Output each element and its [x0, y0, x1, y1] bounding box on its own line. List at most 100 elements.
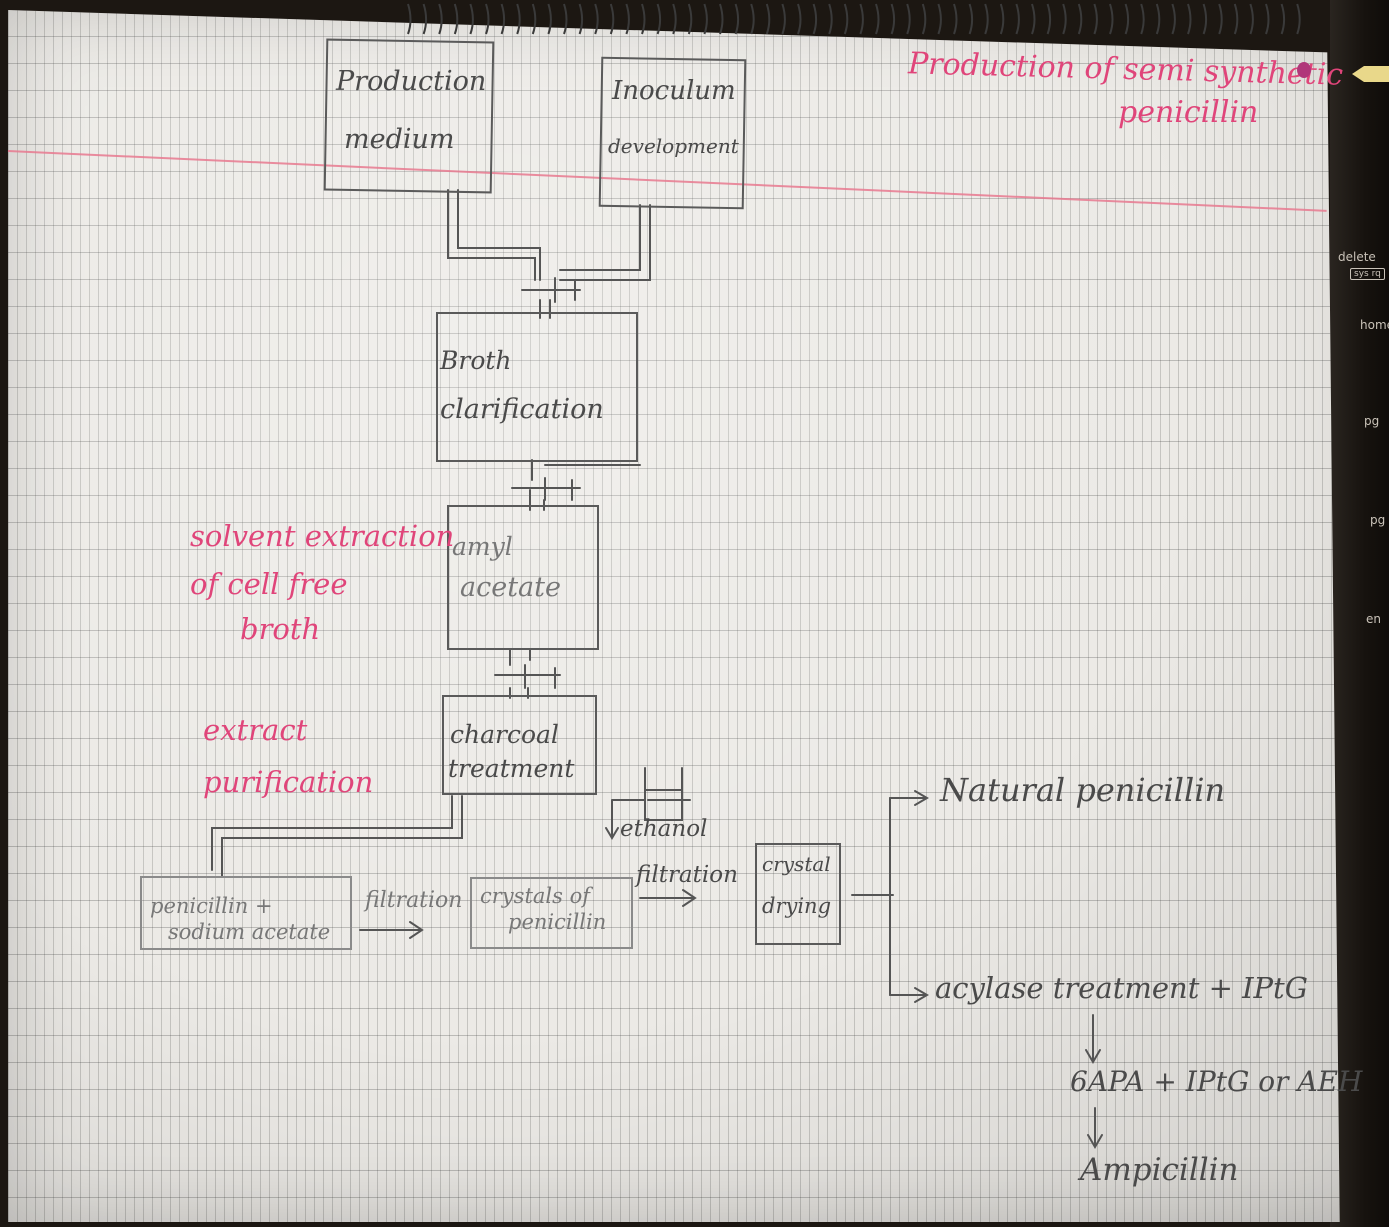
spiral-coil [1218, 3, 1223, 35]
spiral-coil [500, 3, 506, 35]
pipe-charcoal-out [221, 795, 463, 877]
inoculum-line1: Inoculum [612, 76, 736, 106]
spiral-coil [906, 3, 911, 35]
amyl-line2: acetate [460, 572, 561, 603]
production-medium-box [323, 38, 495, 194]
solvent-note-line2: of cell free [190, 567, 348, 601]
penicillin-sodium-line2: sodium acetate [168, 920, 331, 944]
spiral-coil [547, 3, 552, 35]
inoculum-line2: development [608, 134, 739, 158]
valve-1 [521, 277, 581, 319]
key-pg-down: pg [1370, 513, 1386, 527]
extract-note-line2: purification [203, 765, 374, 799]
solvent-note-line3: broth [240, 612, 321, 646]
spiral-coil [797, 3, 802, 35]
pipe-broth-out [531, 459, 641, 481]
filtration-label-2: filtration [636, 862, 738, 888]
spiral-coil [687, 3, 693, 35]
pipe-inoculum-inner [559, 204, 641, 271]
spiral-coil [641, 3, 646, 35]
spiral-coil [485, 3, 490, 35]
spiral-coil [1031, 3, 1036, 35]
pipe-amyl-out [509, 649, 531, 666]
spiral-coil [1109, 3, 1114, 35]
broth-line1: Broth [440, 346, 512, 375]
binder-dot [1297, 62, 1311, 78]
keyboard-edge: delete sys rq home pg pg en [1330, 0, 1389, 1227]
ampicillin-label: Ampicillin [1080, 1152, 1239, 1188]
spiral-binding [407, 3, 1301, 35]
amyl-line1: amyl [452, 532, 513, 561]
spiral-coil [1202, 3, 1208, 35]
spiral-coil [469, 3, 474, 35]
spiral-coil [563, 3, 568, 35]
spiral-coil [734, 3, 740, 35]
production-medium-line1: Production [336, 66, 487, 97]
amyl-acetate-box [447, 505, 599, 650]
spiral-coil [719, 3, 724, 35]
key-home: home [1360, 318, 1389, 332]
broth-clarification-box [436, 312, 638, 462]
spiral-coil [1233, 3, 1239, 35]
spiral-coil [516, 3, 521, 35]
spiral-coil [703, 3, 708, 35]
spiral-coil [921, 3, 927, 35]
arrow-filtration-1 [359, 921, 424, 939]
spiral-coil [1140, 3, 1145, 35]
crystals-line2: penicillin [508, 910, 607, 934]
spiral-coil [438, 3, 443, 35]
spiral-coil [1015, 3, 1020, 35]
page-title-line2: penicillin [1118, 95, 1259, 130]
spiral-coil [750, 3, 755, 35]
spiral-coil [531, 3, 537, 35]
spiral-coil [1187, 3, 1192, 35]
crystal-drying-box [755, 843, 841, 945]
pipe-inoculum [559, 204, 651, 281]
pipe-production [447, 189, 536, 281]
spiral-coil [1280, 3, 1286, 35]
charcoal-line2: treatment [448, 754, 575, 783]
arrow-acylase [889, 987, 929, 1003]
spiral-coil [422, 3, 428, 35]
arrow-to-6apa [1085, 1014, 1101, 1064]
arrow-natural [889, 790, 929, 806]
penicillin-sodium-line1: penicillin + [150, 894, 273, 918]
penicillin-sodium-box [140, 876, 352, 950]
spiral-coil [999, 3, 1005, 35]
spiral-coil [875, 3, 880, 35]
spiral-coil [1155, 3, 1161, 35]
charcoal-line1: charcoal [450, 720, 559, 749]
key-delete: delete [1338, 250, 1376, 264]
solvent-note-line1: solvent extraction [190, 519, 455, 553]
spiral-coil [1093, 3, 1098, 35]
key-pg-up: pg [1364, 414, 1380, 428]
spiral-coil [609, 3, 615, 35]
drying-line2: drying [762, 894, 832, 918]
spiral-coil [843, 3, 849, 35]
broth-line2: clarification [440, 394, 604, 425]
spiral-coil [1046, 3, 1052, 35]
pipe-production-inner [457, 189, 541, 281]
spiral-coil [1265, 3, 1270, 35]
spiral-coil [890, 3, 896, 35]
drying-line1: crystal [762, 852, 831, 876]
keyboard-yellow-tab [1352, 66, 1389, 82]
valve-3 [494, 664, 561, 699]
spiral-coil [984, 3, 989, 35]
key-end: en [1366, 612, 1381, 626]
ethanol-label: ethanol [620, 816, 708, 842]
key-sysrq: sys rq [1350, 268, 1385, 280]
spiral-coil [625, 3, 630, 35]
spiral-coil [594, 3, 599, 35]
spiral-coil [765, 3, 771, 35]
6apa-label: 6APA + IPtG or AEH [1070, 1065, 1363, 1098]
spiral-coil [672, 3, 677, 35]
branch-line [851, 797, 894, 996]
production-medium-line2: medium [344, 124, 455, 155]
spiral-coil [578, 3, 584, 35]
spiral-coil [1296, 3, 1301, 35]
crystals-line1: crystals of [480, 884, 590, 908]
spiral-coil [407, 3, 412, 35]
